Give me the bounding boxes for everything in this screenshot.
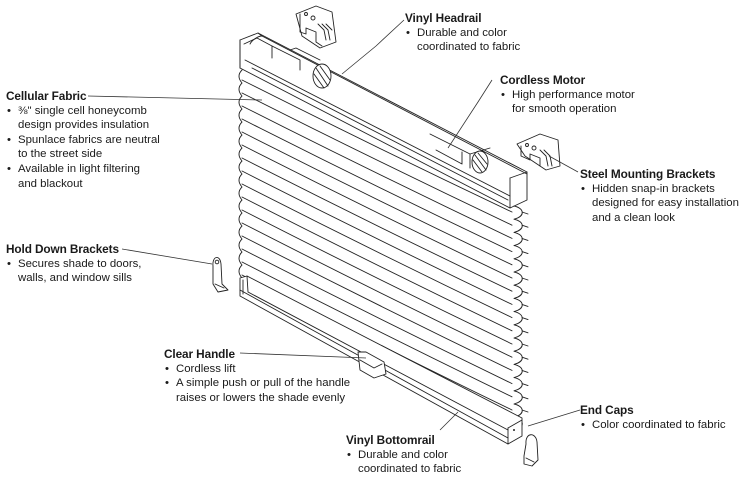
fabric-pleat-line	[241, 157, 513, 292]
leader-fabric	[87, 95, 263, 101]
callout-title: Vinyl Headrail	[405, 11, 482, 25]
callout-bullet: Color coordinated to fabric	[580, 418, 726, 433]
vinyl-headrail	[239, 32, 528, 209]
cell-tab	[521, 396, 529, 400]
leader-endcaps	[527, 409, 581, 427]
cell-scallop-edge	[513, 205, 523, 431]
cell-tab	[521, 317, 529, 321]
callout-cellular-fabric: Cellular Fabric ⅜" single cell honeycomb…	[6, 89, 160, 191]
clear-handle	[357, 351, 387, 379]
fabric-pleat-line	[241, 79, 513, 213]
callout-bullet: A simple push or pull of the handleraise…	[164, 376, 350, 405]
top-mounting-bracket	[295, 5, 337, 49]
callout-steel-mounting-brackets: Steel Mounting Brackets Hidden snap-in b…	[580, 167, 739, 225]
leader-holddown	[121, 248, 213, 265]
callout-bullet: Secures shade to doors,walls, and window…	[6, 257, 141, 286]
fabric-pleat-line	[241, 105, 513, 239]
cell-tab	[521, 303, 529, 307]
fabric-pleat-line	[241, 248, 513, 385]
cell-tab	[521, 356, 529, 360]
leader-brackets	[548, 155, 579, 173]
callout-title: Clear Handle	[164, 347, 235, 361]
cell-tab	[521, 330, 529, 334]
cell-tab	[521, 409, 529, 413]
leader-motor	[447, 79, 493, 149]
cell-profile-edge	[513, 205, 529, 431]
fabric-pleat-line	[241, 261, 513, 398]
cell-tab	[521, 237, 529, 241]
cell-tab	[521, 343, 529, 347]
callout-title: Cellular Fabric	[6, 89, 87, 103]
leader-bottomrail	[439, 411, 459, 431]
cell-tab	[521, 211, 529, 215]
fabric-left-edge	[238, 69, 243, 279]
callout-title: Steel Mounting Brackets	[580, 167, 716, 181]
leader-lines	[87, 19, 581, 431]
cell-tab	[521, 264, 529, 268]
fabric-pleat-line	[241, 183, 513, 319]
fabric-pleat-line	[241, 170, 513, 305]
callout-title: End Caps	[580, 403, 634, 417]
leader-headrail	[341, 19, 405, 75]
fabric-pleat-line	[241, 222, 513, 358]
hold-down-bracket-right	[523, 434, 539, 467]
leader-handle	[239, 352, 367, 359]
callout-title: Cordless Motor	[500, 73, 586, 87]
cell-tab	[521, 290, 529, 294]
fabric-pleat-line	[241, 235, 513, 371]
cordless-motor	[312, 63, 489, 174]
steel-mounting-bracket	[516, 133, 561, 171]
callout-clear-handle: Clear Handle Cordless lift A simple push…	[164, 347, 350, 405]
cell-tab	[521, 369, 529, 373]
fabric-pleat-line	[241, 131, 513, 266]
cell-tab	[521, 383, 529, 387]
hold-down-bracket-left	[212, 257, 229, 293]
callout-end-caps: End Caps Color coordinated to fabric	[580, 403, 726, 432]
cell-tab	[521, 251, 529, 255]
callout-bullet: Cordless lift	[164, 362, 350, 377]
fabric-pleat-line	[241, 118, 513, 253]
callout-vinyl-bottomrail: Vinyl Bottomrail Durable and colorcoordi…	[346, 433, 461, 477]
callout-cordless-motor: Cordless Motor High performance motorfor…	[500, 73, 635, 117]
fabric-pleat-line	[241, 196, 513, 332]
callout-title: Hold Down Brackets	[6, 242, 119, 256]
fabric-pleat-line	[241, 144, 513, 279]
cell-tab	[521, 277, 529, 281]
fabric-pleat-line	[241, 209, 513, 345]
callout-hold-down-brackets: Hold Down Brackets Secures shade to door…	[6, 242, 141, 286]
callout-vinyl-headrail: Vinyl Headrail Durable and colorcoordina…	[405, 11, 520, 55]
fabric-pleat-line	[241, 92, 513, 226]
callout-title: Vinyl Bottomrail	[346, 433, 435, 447]
cell-tab	[521, 224, 529, 228]
